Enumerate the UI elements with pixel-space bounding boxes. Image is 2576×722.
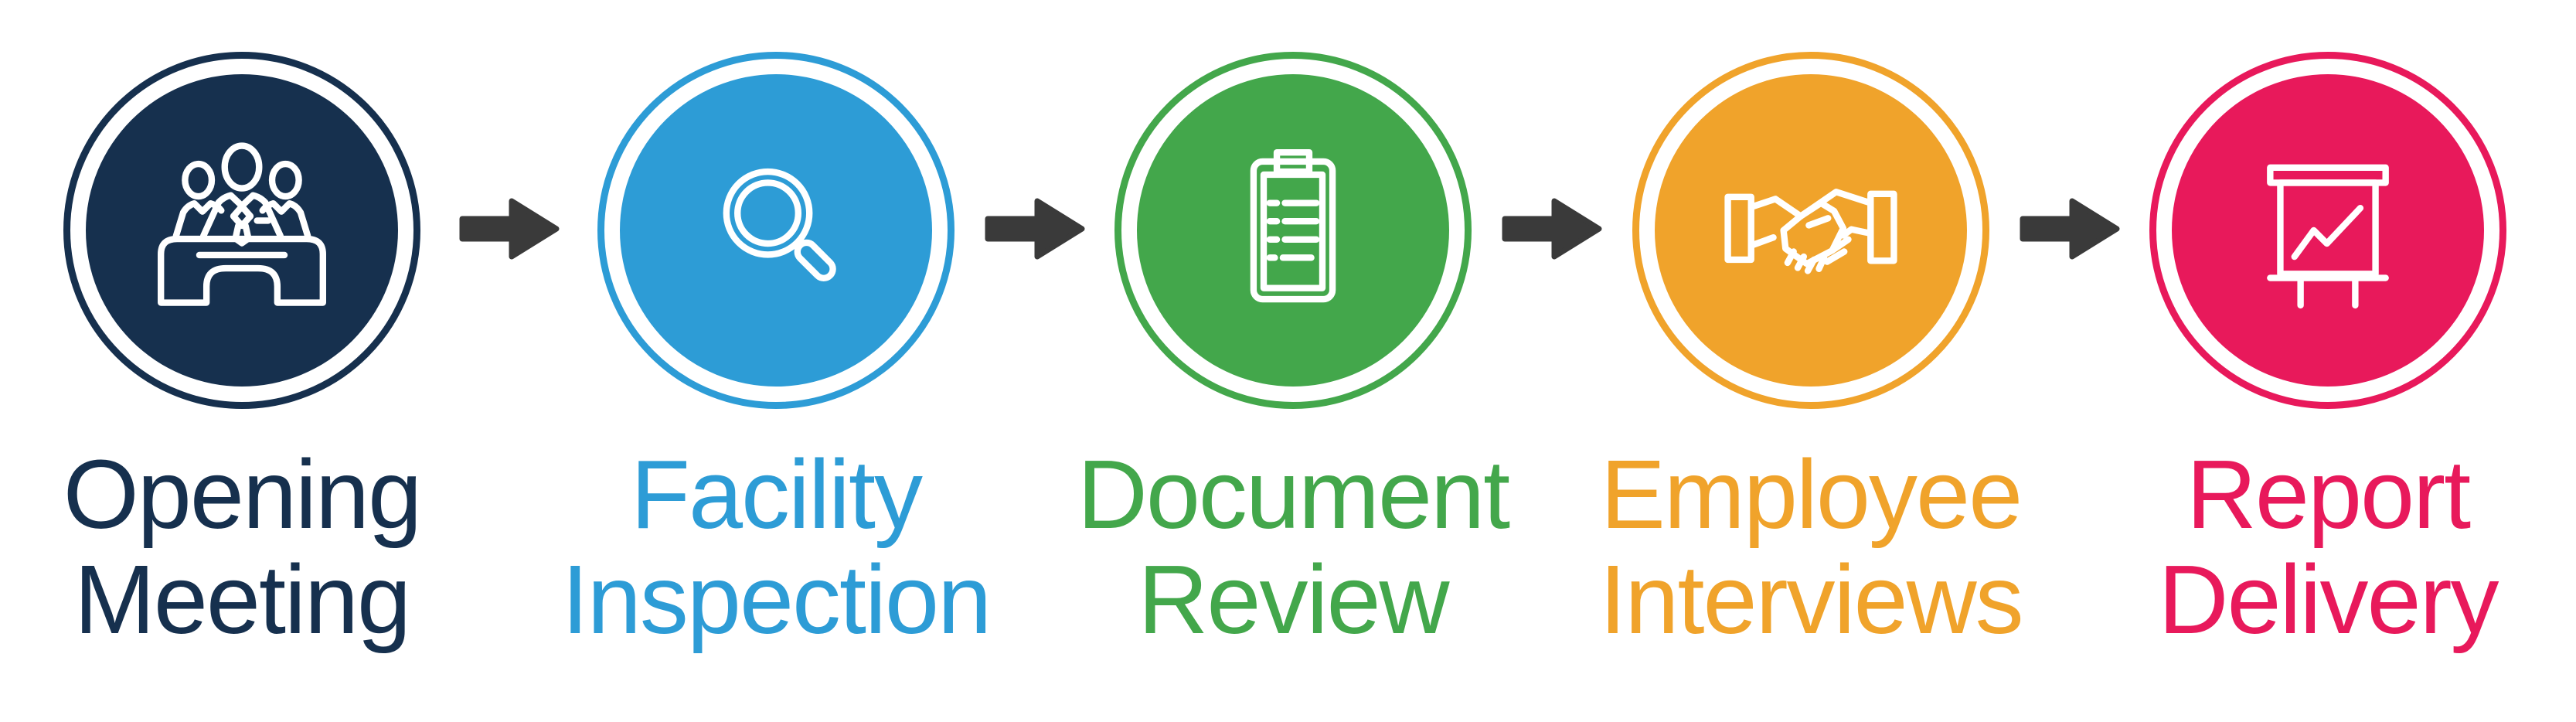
step-label-facility-inspection: Facility Inspection [505,442,1046,652]
meeting-table-icon [158,142,326,306]
step-label-line: Inspection [561,545,992,654]
step-label-line: Document [1077,440,1510,549]
step-circle-fill [1655,74,1967,387]
step-circle-opening-meeting [63,52,420,409]
step-label-line: Employee [1600,440,2023,549]
step-label-opening-meeting: Opening Meeting [0,442,512,652]
flow-arrow-icon [1502,195,1602,263]
step-label-line: Opening [63,440,422,549]
magnifier-icon [723,168,836,281]
step-circle-fill [620,74,932,387]
step-circle-fill [86,74,398,387]
step-label-line: Delivery [2158,545,2499,654]
step-label-line: Review [1138,545,1449,654]
flow-arrow-icon [985,195,1085,263]
step-label-employee-interviews: Employee Interviews [1540,442,2081,652]
clipboard-checklist-icon [1250,148,1336,303]
flow-arrow-icon [2020,195,2120,263]
step-circle-employee-interviews [1632,52,1989,409]
step-label-line: Report [2186,440,2471,549]
step-circle-fill [2172,74,2484,387]
step-circle-report-delivery [2149,52,2506,409]
step-circle-document-review [1114,52,1472,409]
step-label-line: Meeting [73,545,411,654]
step-circle-fill [1137,74,1449,387]
step-circle-facility-inspection [597,52,955,409]
presentation-chart-icon [2267,164,2389,309]
flow-arrow-icon [459,195,560,263]
step-label-report-delivery: Report Delivery [2057,442,2576,652]
handshake-icon [1724,189,1897,274]
step-label-line: Facility [630,440,923,549]
step-label-line: Interviews [1599,545,2023,654]
step-label-document-review: Document Review [1023,442,1564,652]
